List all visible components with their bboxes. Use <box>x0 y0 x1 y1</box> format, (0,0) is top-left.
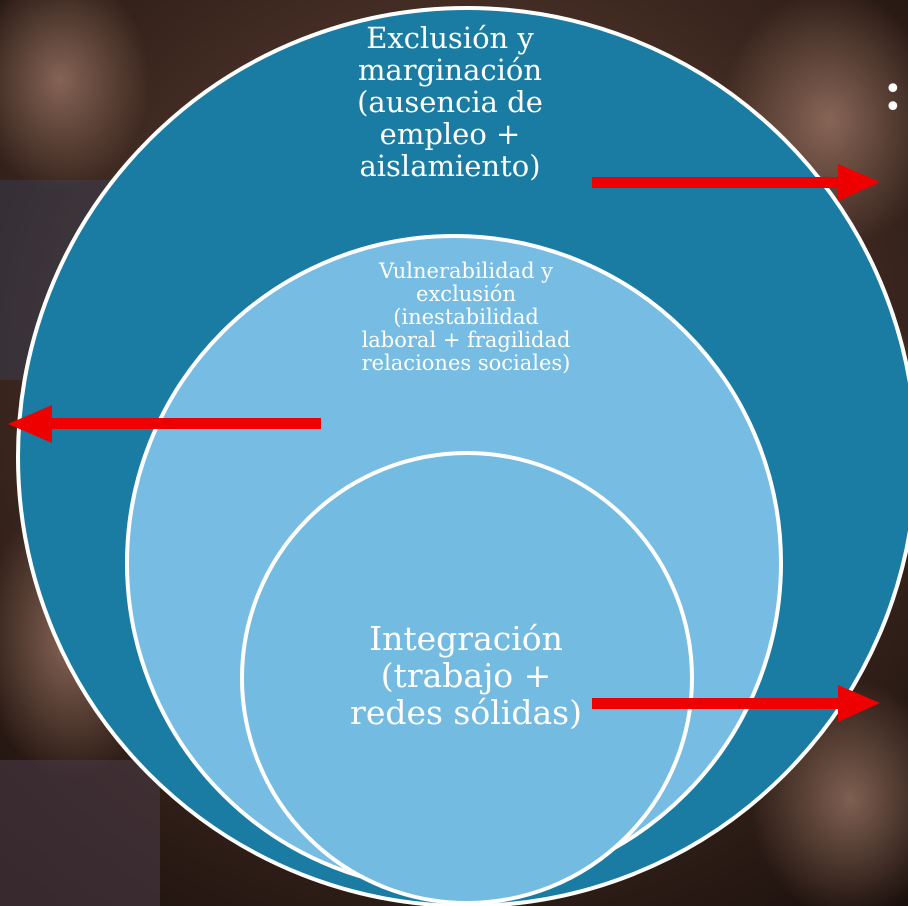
inner-label-line: redes sólidas) <box>350 693 582 732</box>
middle-label-line: exclusión <box>416 282 516 306</box>
inner-label-line: Integración <box>369 619 563 658</box>
outer-label-line: marginación <box>357 53 543 87</box>
outer-label-line: aislamiento) <box>359 149 541 183</box>
middle-label-line: (inestabilidad <box>393 305 539 329</box>
inner-label-line: (trabajo + <box>380 656 552 695</box>
outer-label-line: Exclusión y <box>366 21 534 55</box>
face-blur <box>0 0 150 190</box>
bullet-point: • <box>884 72 902 107</box>
arrow-outer-right <box>592 164 880 201</box>
middle-label-line: relaciones sociales) <box>361 351 571 375</box>
middle-label-line: laboral + fragilidad <box>361 328 571 352</box>
outer-label-line: (ausencia de <box>357 85 543 119</box>
inner-ring-integracion <box>240 451 694 905</box>
bullet-point: • <box>884 90 902 125</box>
shirt-blur <box>0 760 160 906</box>
inner-ring-label: Integración (trabajo + redes sólidas) <box>318 620 614 731</box>
middle-label-line: Vulnerabilidad y <box>378 259 554 283</box>
middle-ring-label: Vulnerabilidad y exclusión (inestabilida… <box>318 260 614 375</box>
arrow-middle-left <box>8 405 321 443</box>
arrow-inner-right <box>592 685 880 722</box>
outer-label-line: empleo + <box>379 117 521 151</box>
outer-ring-label: Exclusión y marginación (ausencia de emp… <box>330 22 570 182</box>
